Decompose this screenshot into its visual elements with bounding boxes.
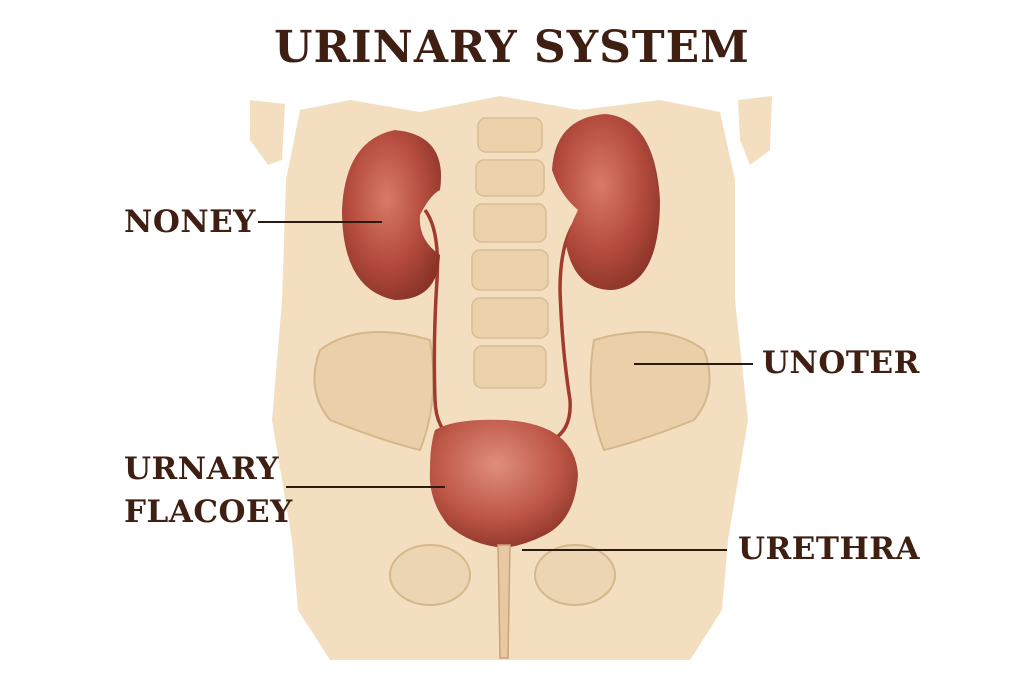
kidney-label: NONEY (124, 204, 256, 240)
ureter-left (423, 208, 456, 442)
left-arm-shape (250, 100, 285, 165)
hip-joint-right (534, 544, 616, 606)
ureter-right (551, 216, 580, 442)
pelvis-left (313, 331, 435, 452)
pelvis-right (589, 331, 711, 452)
spine (471, 117, 549, 389)
bladder-label-line-1: URNARY (124, 451, 280, 487)
kidney-left (342, 130, 442, 300)
right-arm-shape (738, 96, 772, 165)
urethra (497, 544, 511, 659)
ureter-label: UNOTER (762, 345, 920, 381)
bladder (429, 419, 578, 548)
page-title: URINARY SYSTEM (274, 22, 750, 73)
urethra-label: URETHRA (738, 531, 921, 567)
bladder-label-line-2: FLACOEY (124, 494, 293, 530)
hip-joint-left (389, 544, 471, 606)
kidney-right (552, 114, 660, 290)
